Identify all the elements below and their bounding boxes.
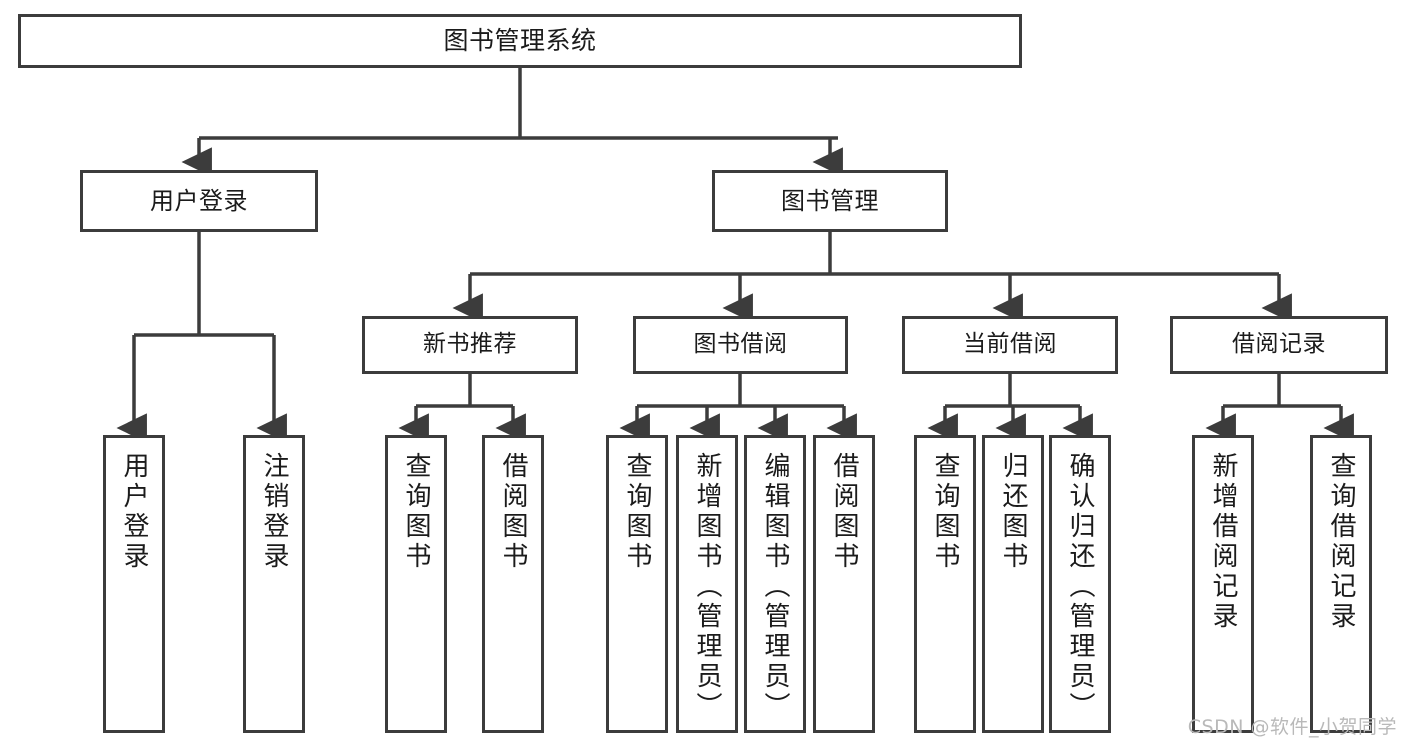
leaf-query-book-recommendation[interactable]: 查询图书 xyxy=(385,435,447,733)
leaf-confirm-return-admin-label: 确认归还（管理员） xyxy=(1065,452,1095,722)
node-book-borrow-label: 图书借阅 xyxy=(693,331,788,358)
leaf-return-book[interactable]: 归还图书 xyxy=(982,435,1044,733)
node-root[interactable]: 图书管理系统 xyxy=(18,14,1022,68)
leaf-add-book-admin[interactable]: 新增图书（管理员） xyxy=(676,435,738,733)
leaf-query-borrow-record[interactable]: 查询借阅记录 xyxy=(1310,435,1372,733)
leaf-edit-book-admin-label: 编辑图书（管理员） xyxy=(760,452,790,722)
leaf-logout-label: 注销登录 xyxy=(259,452,289,572)
leaf-borrow-book-recommendation[interactable]: 借阅图书 xyxy=(482,435,544,733)
leaf-borrow-book-recommendation-label: 借阅图书 xyxy=(498,452,528,572)
node-root-label: 图书管理系统 xyxy=(443,26,597,56)
leaf-user-login[interactable]: 用户登录 xyxy=(103,435,165,733)
node-current-borrow[interactable]: 当前借阅 xyxy=(902,316,1118,374)
node-borrow-record-label: 借阅记录 xyxy=(1232,331,1326,358)
leaf-add-borrow-record[interactable]: 新增借阅记录 xyxy=(1192,435,1254,733)
leaf-confirm-return-admin[interactable]: 确认归还（管理员） xyxy=(1049,435,1111,733)
leaf-edit-book-admin[interactable]: 编辑图书（管理员） xyxy=(744,435,806,733)
node-new-book-recommendation-label: 新书推荐 xyxy=(423,331,517,358)
node-current-borrow-label: 当前借阅 xyxy=(963,331,1057,358)
csdn-watermark: CSDN @软件_小贺同学 xyxy=(1187,716,1397,738)
leaf-query-book-borrow[interactable]: 查询图书 xyxy=(606,435,668,733)
leaf-user-login-label: 用户登录 xyxy=(119,452,149,572)
leaf-query-book-current[interactable]: 查询图书 xyxy=(914,435,976,733)
leaf-logout[interactable]: 注销登录 xyxy=(243,435,305,733)
node-book-management-label: 图书管理 xyxy=(781,186,879,215)
node-book-management[interactable]: 图书管理 xyxy=(712,170,948,232)
leaf-add-borrow-record-label: 新增借阅记录 xyxy=(1208,452,1238,632)
leaf-add-book-admin-label: 新增图书（管理员） xyxy=(692,452,722,722)
node-user-login[interactable]: 用户登录 xyxy=(80,170,318,232)
node-borrow-record[interactable]: 借阅记录 xyxy=(1170,316,1388,374)
leaf-return-book-label: 归还图书 xyxy=(998,452,1028,572)
leaf-query-book-borrow-label: 查询图书 xyxy=(622,452,652,572)
leaf-borrow-book-label: 借阅图书 xyxy=(829,452,859,572)
leaf-borrow-book[interactable]: 借阅图书 xyxy=(813,435,875,733)
leaf-query-book-recommendation-label: 查询图书 xyxy=(401,452,431,572)
node-new-book-recommendation[interactable]: 新书推荐 xyxy=(362,316,578,374)
node-user-login-label: 用户登录 xyxy=(150,186,248,215)
node-book-borrow[interactable]: 图书借阅 xyxy=(633,316,848,374)
leaf-query-borrow-record-label: 查询借阅记录 xyxy=(1326,452,1356,632)
leaf-query-book-current-label: 查询图书 xyxy=(930,452,960,572)
